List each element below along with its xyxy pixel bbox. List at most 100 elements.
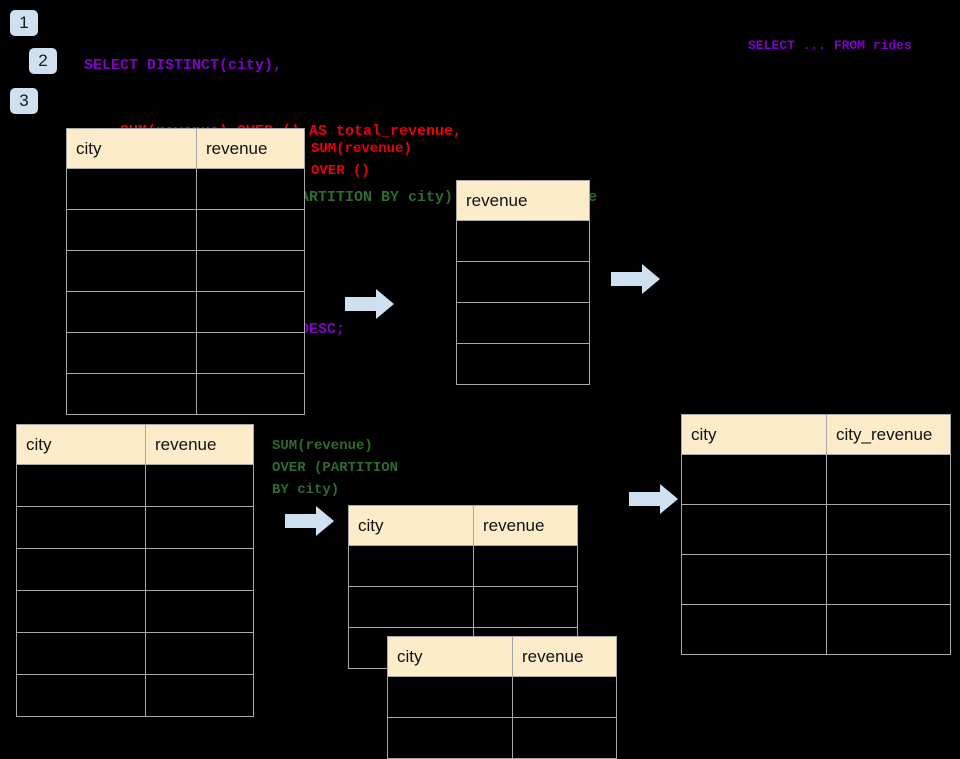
table-row (456, 220, 590, 262)
table-cell (196, 250, 305, 292)
table-cell (66, 373, 197, 415)
step-badge-1: 1 (10, 10, 38, 36)
table-cell (512, 717, 617, 759)
table-cell (826, 604, 951, 655)
table-cell (473, 545, 578, 587)
table-cell (681, 554, 827, 605)
table-row (681, 554, 951, 605)
table-cell (145, 632, 254, 675)
table-cell (826, 504, 951, 555)
table-cell (456, 220, 590, 262)
column-header-revenue: revenue (196, 128, 305, 169)
table-row (681, 454, 951, 505)
table-row (387, 676, 617, 718)
table-cell (512, 676, 617, 718)
table-cell (456, 261, 590, 303)
column-header-city: city (348, 505, 474, 546)
column-header-revenue: revenue (473, 505, 578, 546)
table-row (16, 464, 254, 507)
column-header-revenue: revenue (145, 424, 254, 465)
table-row (16, 548, 254, 591)
arrow-rides-to-partition-icon (285, 505, 335, 542)
table-cell (387, 676, 513, 718)
table-cell (348, 586, 474, 628)
table-cell (473, 586, 578, 628)
table-cell (196, 209, 305, 251)
table-cell (66, 168, 197, 210)
table-row (66, 291, 305, 333)
annotation-partition-window: SUM(revenue) OVER (PARTITION BY city) (272, 438, 399, 498)
table-cell (145, 506, 254, 549)
table-cell (681, 604, 827, 655)
table-cell (196, 332, 305, 374)
table-row (681, 504, 951, 555)
column-header-city: city (681, 414, 827, 455)
table-cell (16, 590, 146, 633)
table-cell (145, 590, 254, 633)
table-cell (66, 250, 197, 292)
table-cell (66, 332, 197, 374)
table-row (66, 373, 305, 415)
table-cell (681, 504, 827, 555)
table-cell (456, 343, 590, 385)
table-cell (456, 302, 590, 344)
table-cell (387, 717, 513, 759)
table-row (348, 586, 578, 628)
total-revenue-table: revenue (456, 180, 590, 385)
table-cell (66, 209, 197, 251)
table-cell (16, 464, 146, 507)
step-badge-3: 3 (10, 88, 38, 114)
step-badge-2: 2 (29, 48, 57, 74)
table-row (681, 604, 951, 655)
table-cell (826, 454, 951, 505)
column-header-city: city (387, 636, 513, 677)
column-header-revenue: revenue (512, 636, 617, 677)
table-cell (16, 674, 146, 717)
table-cell (196, 373, 305, 415)
table-cell (145, 674, 254, 717)
table-row (66, 209, 305, 251)
table-row (456, 343, 590, 385)
annotation-over-window: SUM(revenue) OVER () (311, 141, 412, 179)
table-row (16, 590, 254, 633)
table-cell (145, 464, 254, 507)
arrow-partition-to-result-icon (629, 483, 679, 520)
table-row (16, 632, 254, 675)
table-row (387, 717, 617, 759)
table-header-row: revenue (456, 180, 590, 221)
table-cell (196, 168, 305, 210)
table-row (66, 250, 305, 292)
column-header-city: city (16, 424, 146, 465)
table-cell (16, 548, 146, 591)
sql-side-note: SELECT ... FROM rides (748, 38, 912, 53)
table-cell (66, 291, 197, 333)
sql-line-select: SELECT DISTINCT(city), (84, 57, 283, 74)
table-row (66, 168, 305, 210)
table-cell (348, 545, 474, 587)
table-cell (16, 506, 146, 549)
arrow-total-to-result-icon (611, 263, 661, 300)
column-header-city: city (66, 128, 197, 169)
table-cell (196, 291, 305, 333)
column-header-revenue: revenue (456, 180, 590, 221)
table-cell (826, 554, 951, 605)
table-row (66, 332, 305, 374)
table-cell (681, 454, 827, 505)
table-row (456, 261, 590, 303)
table-cell (16, 632, 146, 675)
arrow-rides-to-total-icon (345, 288, 395, 325)
table-row (348, 545, 578, 587)
table-row (16, 506, 254, 549)
table-cell (145, 548, 254, 591)
table-row (16, 674, 254, 717)
